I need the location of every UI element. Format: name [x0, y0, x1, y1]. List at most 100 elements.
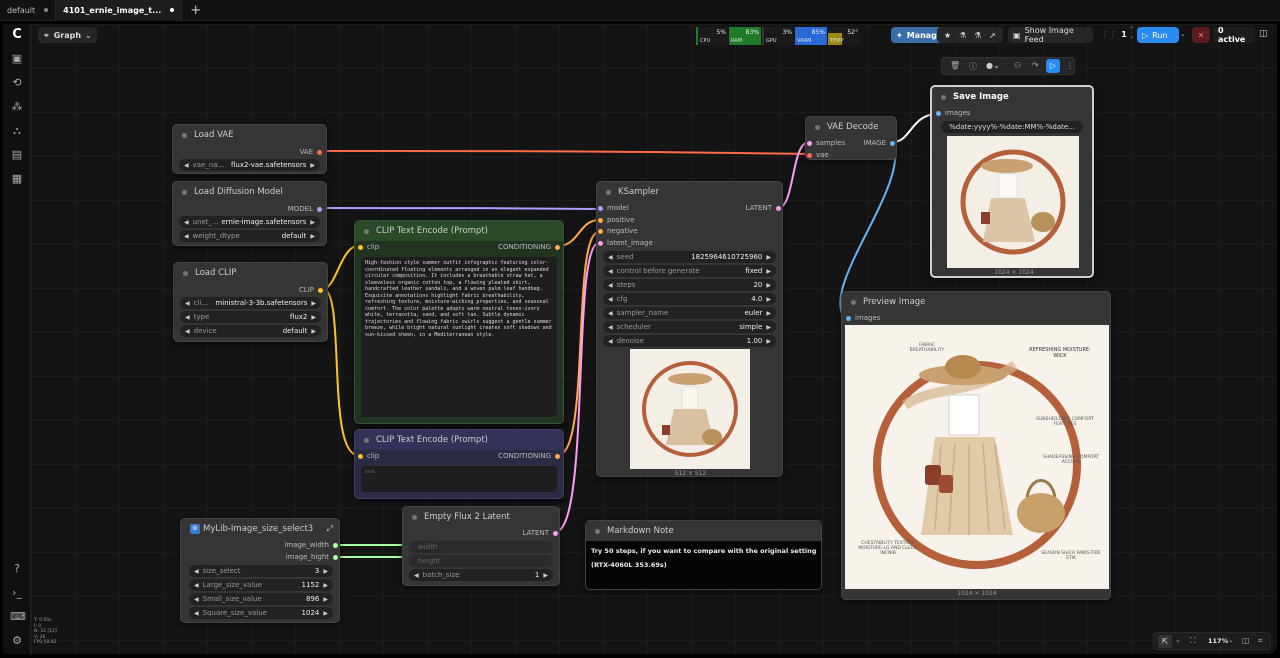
minimap-icon[interactable]: ◫ [1242, 636, 1250, 645]
samples-pin-icon[interactable] [807, 140, 812, 146]
flask-icon[interactable]: ⚗ [959, 30, 967, 40]
new-tab-button[interactable]: + [190, 2, 202, 18]
widget-vae-name[interactable]: ◀vae_na...flux2-vae.safetensors▶ [179, 159, 320, 171]
decrement-icon[interactable]: ◀ [608, 281, 613, 289]
output-vae[interactable]: VAE [299, 148, 322, 156]
images-pin-icon[interactable] [936, 110, 941, 116]
info-icon[interactable]: ⓘ [969, 62, 977, 71]
cancel-button[interactable]: ✕ [1192, 27, 1210, 43]
widget-clip-name[interactable]: ◀cli...ministral-3-3b.safetensors▶ [180, 297, 321, 309]
vae-pin-icon[interactable] [807, 152, 812, 158]
output-image-height[interactable]: image_hight [286, 553, 338, 561]
decrement-icon[interactable]: ◀ [608, 337, 613, 345]
latent-pin-icon[interactable] [553, 530, 558, 536]
images-pin-icon[interactable] [846, 315, 851, 321]
star-icon[interactable]: ★ [943, 30, 952, 40]
increment-icon[interactable]: ▶ [323, 581, 328, 589]
output-conditioning[interactable]: CONDITIONING [498, 243, 560, 251]
widget-unet-name[interactable]: ◀unet_...ernie-image.safetensors▶ [179, 216, 320, 228]
negative-pin-icon[interactable] [598, 228, 603, 234]
node-header[interactable]: Markdown Note [586, 521, 821, 541]
execute-node-icon[interactable]: ▷ [1046, 59, 1060, 73]
color-picker-icon[interactable]: ●⌄ [986, 61, 1000, 70]
mode-chevron-icon[interactable]: ⌄ [1175, 636, 1181, 644]
input-clip[interactable]: clip [358, 243, 379, 251]
comfy-logo-icon[interactable]: C [12, 27, 22, 42]
collapse-dot-icon[interactable] [183, 270, 188, 276]
output-conditioning[interactable]: CONDITIONING [498, 452, 560, 460]
templates-icon[interactable]: ▦ [11, 172, 23, 185]
collapse-dot-icon[interactable] [606, 189, 611, 195]
manager-button[interactable]: ✦ Manager [891, 27, 952, 43]
active-queue-button[interactable]: 0 active [1213, 26, 1255, 44]
decrement-icon[interactable]: ◀ [185, 313, 190, 321]
negative-prompt-textarea[interactable]: text [361, 466, 557, 492]
collapse-dot-icon[interactable] [182, 189, 187, 195]
tab-default[interactable]: default [0, 0, 57, 21]
input-negative[interactable]: negative [598, 227, 638, 235]
model-library-icon[interactable]: ⛬ [13, 124, 21, 137]
node-header[interactable]: CLIP Text Encode (Prompt) [355, 430, 563, 450]
decrement-icon[interactable]: ◀ [194, 609, 199, 617]
flask-alt-icon[interactable]: ⚗ [974, 30, 982, 40]
positive-pin-icon[interactable] [598, 217, 603, 223]
queue-stepper[interactable]: ⌃⌄ [1129, 26, 1135, 40]
workflows-icon[interactable]: ▤ [11, 148, 23, 161]
decrement-icon[interactable]: ◀ [608, 295, 613, 303]
zoom-chevron-icon[interactable]: ⌄ [1228, 636, 1234, 644]
collapse-dot-icon[interactable] [364, 228, 369, 234]
collapse-dot-icon[interactable] [851, 299, 856, 305]
model-pin-icon[interactable] [317, 206, 322, 212]
trash-icon[interactable]: 🗑 [950, 61, 961, 70]
node-load-vae[interactable]: Load VAE VAE ◀vae_na...flux2-vae.safeten… [172, 124, 327, 174]
input-images[interactable]: images [846, 314, 880, 322]
decrement-icon[interactable]: ◀ [184, 218, 189, 226]
terminal-icon[interactable]: ›_ [12, 586, 22, 599]
panel-toggle-icon[interactable]: ◫ [1259, 29, 1268, 39]
decrement-icon[interactable]: ◀ [608, 253, 613, 261]
more-options-icon[interactable]: ⋮ [1066, 61, 1074, 70]
output-latent[interactable]: LATENT [522, 529, 558, 537]
increment-icon[interactable]: ▶ [323, 567, 328, 575]
input-clip[interactable]: clip [358, 452, 379, 460]
collapse-dot-icon[interactable] [364, 437, 369, 443]
increment-icon[interactable]: ▶ [766, 309, 771, 317]
node-header[interactable]: Preview Image [842, 292, 1110, 312]
increment-icon[interactable]: ▶ [310, 161, 315, 169]
bypass-icon[interactable]: ↷ [1032, 61, 1039, 70]
expand-icon[interactable]: ⤢ [326, 524, 333, 533]
run-options-chevron-icon[interactable]: ⌄ [1180, 30, 1186, 38]
increment-icon[interactable]: ▶ [311, 313, 316, 321]
node-ksampler[interactable]: KSampler model positive negative latent_… [596, 181, 783, 477]
node-header[interactable]: CLIP Text Encode (Prompt) [355, 221, 563, 241]
node-header[interactable]: VAE Decode [806, 117, 896, 137]
increment-icon[interactable]: ▶ [766, 295, 771, 303]
decrement-icon[interactable]: ◀ [194, 595, 199, 603]
node-header[interactable]: KSampler [597, 182, 782, 202]
input-latent-image[interactable]: latent_image [598, 239, 653, 247]
run-button[interactable]: ▷ Run [1137, 27, 1179, 43]
node-header[interactable]: Empty Flux 2 Latent [403, 507, 559, 527]
node-empty-flux2-latent[interactable]: Empty Flux 2 Latent LATENT width height … [402, 506, 560, 586]
output-clip[interactable]: CLIP [299, 286, 323, 294]
collapse-dot-icon[interactable] [815, 124, 820, 130]
clip-pin-icon[interactable] [318, 287, 323, 293]
link-visibility-icon[interactable]: ⌗ [1258, 636, 1263, 645]
node-header[interactable]: Save Image [932, 87, 1092, 107]
node-header[interactable]: Load VAE [173, 125, 326, 145]
increment-icon[interactable]: ▶ [766, 253, 771, 261]
settings-icon[interactable]: ⚙ [12, 634, 22, 647]
clip-pin-icon[interactable] [358, 244, 363, 250]
keyboard-icon[interactable]: ⌨ [10, 610, 26, 623]
decrement-icon[interactable]: ◀ [185, 299, 190, 307]
show-image-feed-button[interactable]: ▣ Show Image Feed [1008, 26, 1093, 44]
increment-icon[interactable]: ▶ [543, 571, 548, 579]
increment-icon[interactable]: ▶ [766, 337, 771, 345]
